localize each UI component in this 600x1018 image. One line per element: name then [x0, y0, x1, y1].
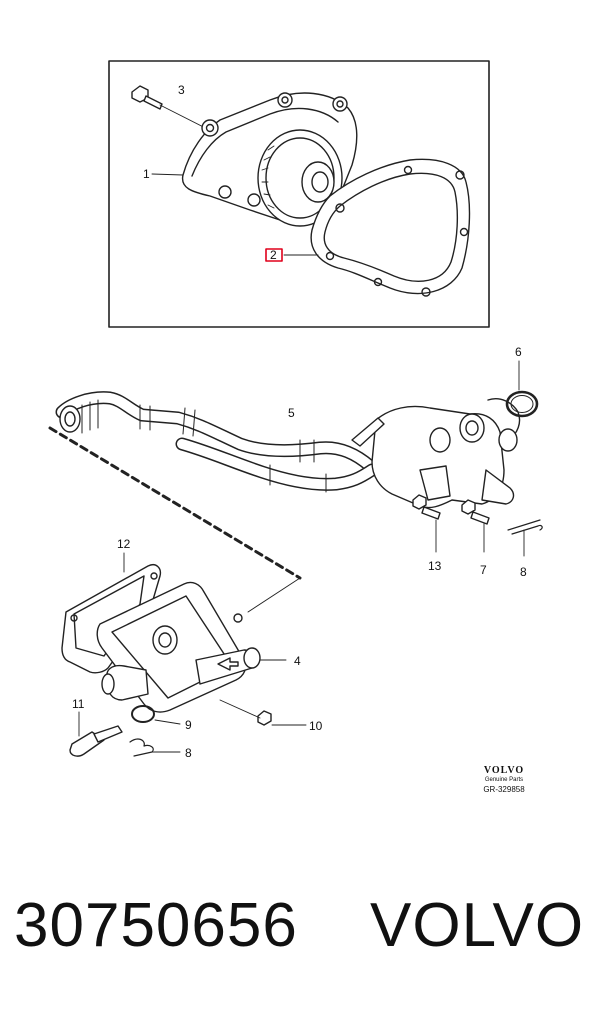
brand-subtitle: Genuine Parts — [484, 777, 524, 783]
callout-3: 3 — [178, 83, 185, 97]
temperature-sensor-part-11 — [69, 711, 123, 757]
callout-8-lower: 8 — [185, 746, 192, 760]
part-number: 30750656 — [14, 891, 298, 960]
hose-part-5 — [55, 391, 419, 493]
callout-1: 1 — [143, 167, 150, 181]
callout-8-upper: 8 — [520, 565, 527, 579]
dashed-connector — [48, 426, 302, 580]
clip-part-8-lower — [129, 738, 181, 757]
callout-9: 9 — [185, 718, 192, 732]
gasket-part-2 — [310, 158, 471, 297]
callout-11: 11 — [72, 697, 85, 711]
bolt-part-10 — [219, 699, 307, 726]
bolt-part-7 — [461, 499, 490, 553]
water-pump-part-1 — [181, 92, 358, 227]
highlight-box-callout-2 — [265, 248, 283, 262]
drawing-code: GR-329858 — [483, 785, 525, 794]
bolt-part-13 — [412, 494, 441, 553]
pump-inset-frame — [108, 60, 490, 328]
o-ring-part-6 — [505, 390, 539, 418]
thermostat-housing-right — [351, 398, 521, 509]
brand-logo: VOLVO — [483, 765, 525, 776]
callout-4: 4 — [294, 654, 301, 668]
callout-7: 7 — [480, 563, 487, 577]
parts-diagram: 3 1 2 6 5 13 7 8 12 4 11 9 10 8 — [48, 60, 543, 760]
callout-5: 5 — [288, 406, 295, 420]
callout-6: 6 — [515, 345, 522, 359]
thermostat-housing-part-4 — [96, 577, 301, 713]
clip-part-8-upper — [507, 519, 543, 557]
o-ring-part-9 — [131, 705, 155, 723]
callout-13: 13 — [428, 559, 442, 573]
manufacturer-name: VOLVO — [370, 891, 585, 960]
footer-caption: 30750656 VOLVO — [0, 890, 600, 990]
volvo-genuine-parts-mark: VOLVO Genuine Parts GR-329858 — [474, 765, 534, 794]
callout-12: 12 — [117, 537, 131, 551]
callout-10: 10 — [309, 719, 323, 733]
callout-2: 2 — [270, 248, 277, 262]
